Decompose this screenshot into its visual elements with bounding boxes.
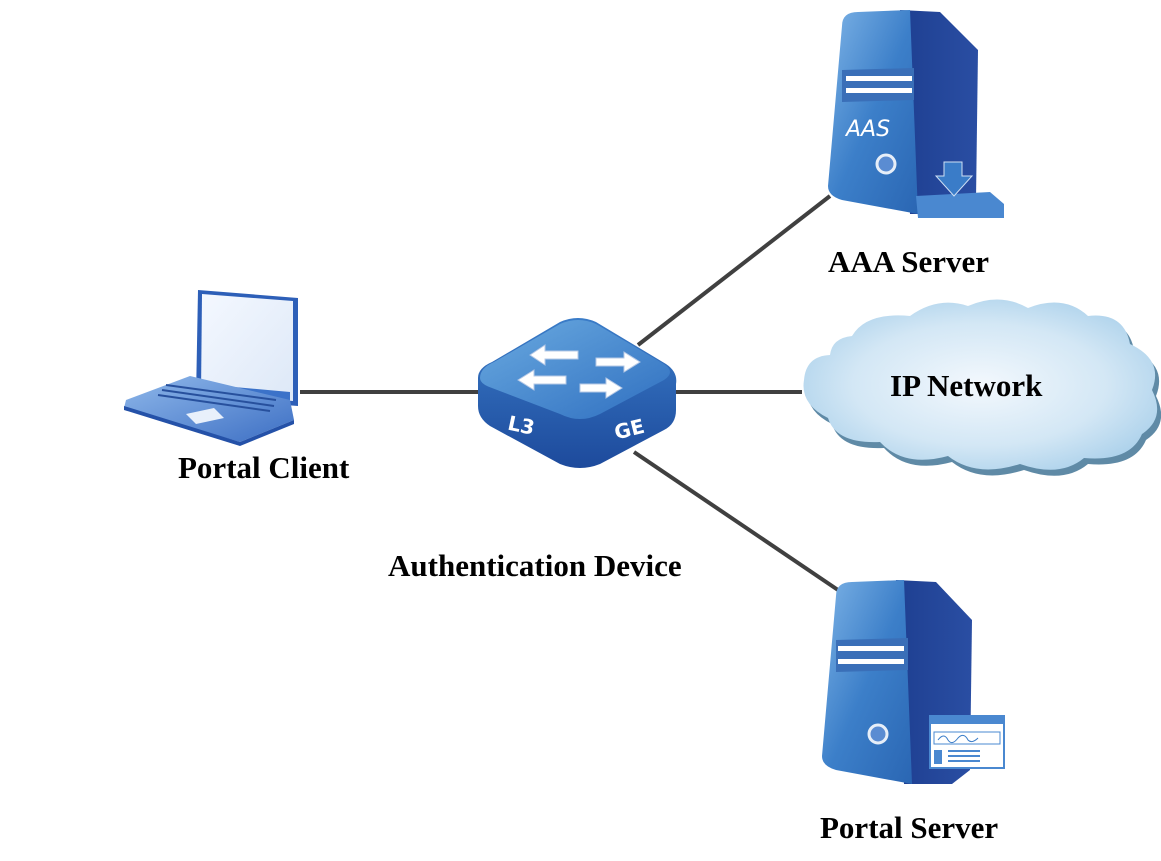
link-device-portal-server: [632, 450, 840, 592]
aaa-server-icon[interactable]: AAS: [828, 10, 1004, 218]
ip-network-cloud[interactable]: [803, 299, 1161, 476]
auth-device-label: Authentication Device: [388, 548, 682, 583]
server-badge-aas: AAS: [844, 117, 890, 142]
portal-client-label: Portal Client: [178, 450, 350, 485]
links: [300, 194, 840, 592]
aaa-server-label: AAA Server: [828, 244, 989, 279]
switch-badge-left: L3: [506, 411, 537, 440]
portal-server-label: Portal Server: [820, 810, 999, 845]
l3-switch-icon[interactable]: L3 GE: [478, 318, 677, 468]
portal-server-icon[interactable]: [822, 580, 1005, 784]
laptop-icon[interactable]: [124, 290, 298, 446]
link-device-aaa: [636, 194, 832, 347]
ip-network-label: IP Network: [890, 368, 1043, 403]
